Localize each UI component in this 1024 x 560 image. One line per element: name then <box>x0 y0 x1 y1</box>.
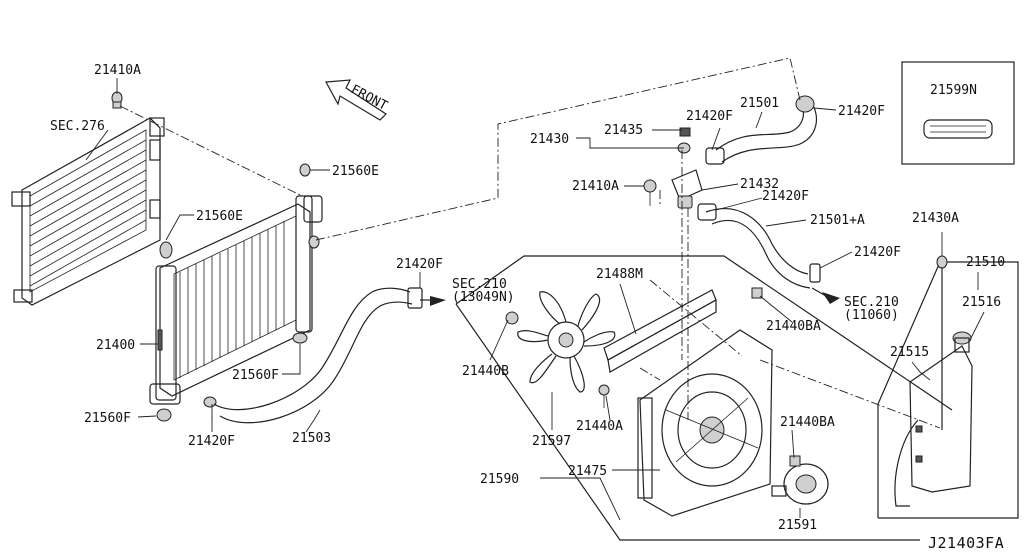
label-21515: 21515 <box>890 345 929 360</box>
label-21420F-t2: 21420F <box>838 104 885 119</box>
label-21410A-mid: 21410A <box>572 179 619 194</box>
label-21560F-b: 21560F <box>84 411 131 426</box>
label-21501A: 21501+A <box>810 213 865 228</box>
leader-lines <box>85 78 985 521</box>
label-21420F-bottom: 21420F <box>188 434 235 449</box>
fan-shroud-outline <box>455 255 953 541</box>
reference-lines <box>119 57 941 429</box>
label-21440BA-a: 21440BA <box>766 319 821 334</box>
label-21597: 21597 <box>532 434 571 449</box>
fan-shroud <box>637 329 773 517</box>
fan-blade <box>517 291 616 393</box>
label-21503: 21503 <box>292 431 331 446</box>
front-arrow <box>325 79 387 121</box>
label-21440BA-b: 21440BA <box>780 415 835 430</box>
sec-arrows <box>420 287 840 306</box>
label-21560F-a: 21560F <box>232 368 279 383</box>
label-sec-210-a-ref: (13049N) <box>452 290 515 305</box>
water-outlet <box>643 127 703 209</box>
radiator <box>149 195 323 405</box>
label-21430A: 21430A <box>912 211 959 226</box>
label-sec-210-b: SEC.210 <box>844 295 899 310</box>
label-21560E-a: 21560E <box>332 164 379 179</box>
label-21400: 21400 <box>96 338 135 353</box>
label-21410A-top: 21410A <box>94 63 141 78</box>
label-21420F-t3: 21420F <box>762 189 809 204</box>
part-labels: 21410A SEC.276 21560E 21560E 21400 21560… <box>50 63 1005 552</box>
label-sec-276: SEC.276 <box>50 119 105 134</box>
label-21590: 21590 <box>480 472 519 487</box>
mount-grommets <box>111 91 320 422</box>
label-21430: 21430 <box>530 132 569 147</box>
label-21475: 21475 <box>568 464 607 479</box>
label-21510: 21510 <box>966 255 1005 270</box>
label-21440B: 21440B <box>462 364 509 379</box>
label-21501: 21501 <box>740 96 779 111</box>
label-21420F-t1: 21420F <box>686 109 733 124</box>
lower-hose <box>213 287 423 424</box>
label-21488M: 21488M <box>596 267 643 282</box>
label-21560E-b: 21560E <box>196 209 243 224</box>
label-21432: 21432 <box>740 177 779 192</box>
label-front: FRONT <box>348 82 390 114</box>
label-21440A: 21440A <box>576 419 623 434</box>
seal-strip <box>603 289 717 373</box>
label-21516: 21516 <box>962 295 1001 310</box>
small-clips <box>505 287 801 467</box>
reservoir-box <box>877 255 1019 519</box>
label-inset <box>901 61 1015 165</box>
label-sec-210-a: SEC.210 <box>452 277 507 292</box>
upper-hoses <box>697 95 821 289</box>
diagram-code: J21403FA <box>928 534 1004 552</box>
label-21591: 21591 <box>778 518 817 533</box>
label-sec-210-b-ref: (11060) <box>844 308 899 323</box>
condenser <box>11 117 165 306</box>
label-21420F-mid: 21420F <box>396 257 443 272</box>
label-21420F-t4: 21420F <box>854 245 901 260</box>
label-21435: 21435 <box>604 123 643 138</box>
fan-motor <box>771 463 829 505</box>
label-21599N: 21599N <box>930 83 977 98</box>
